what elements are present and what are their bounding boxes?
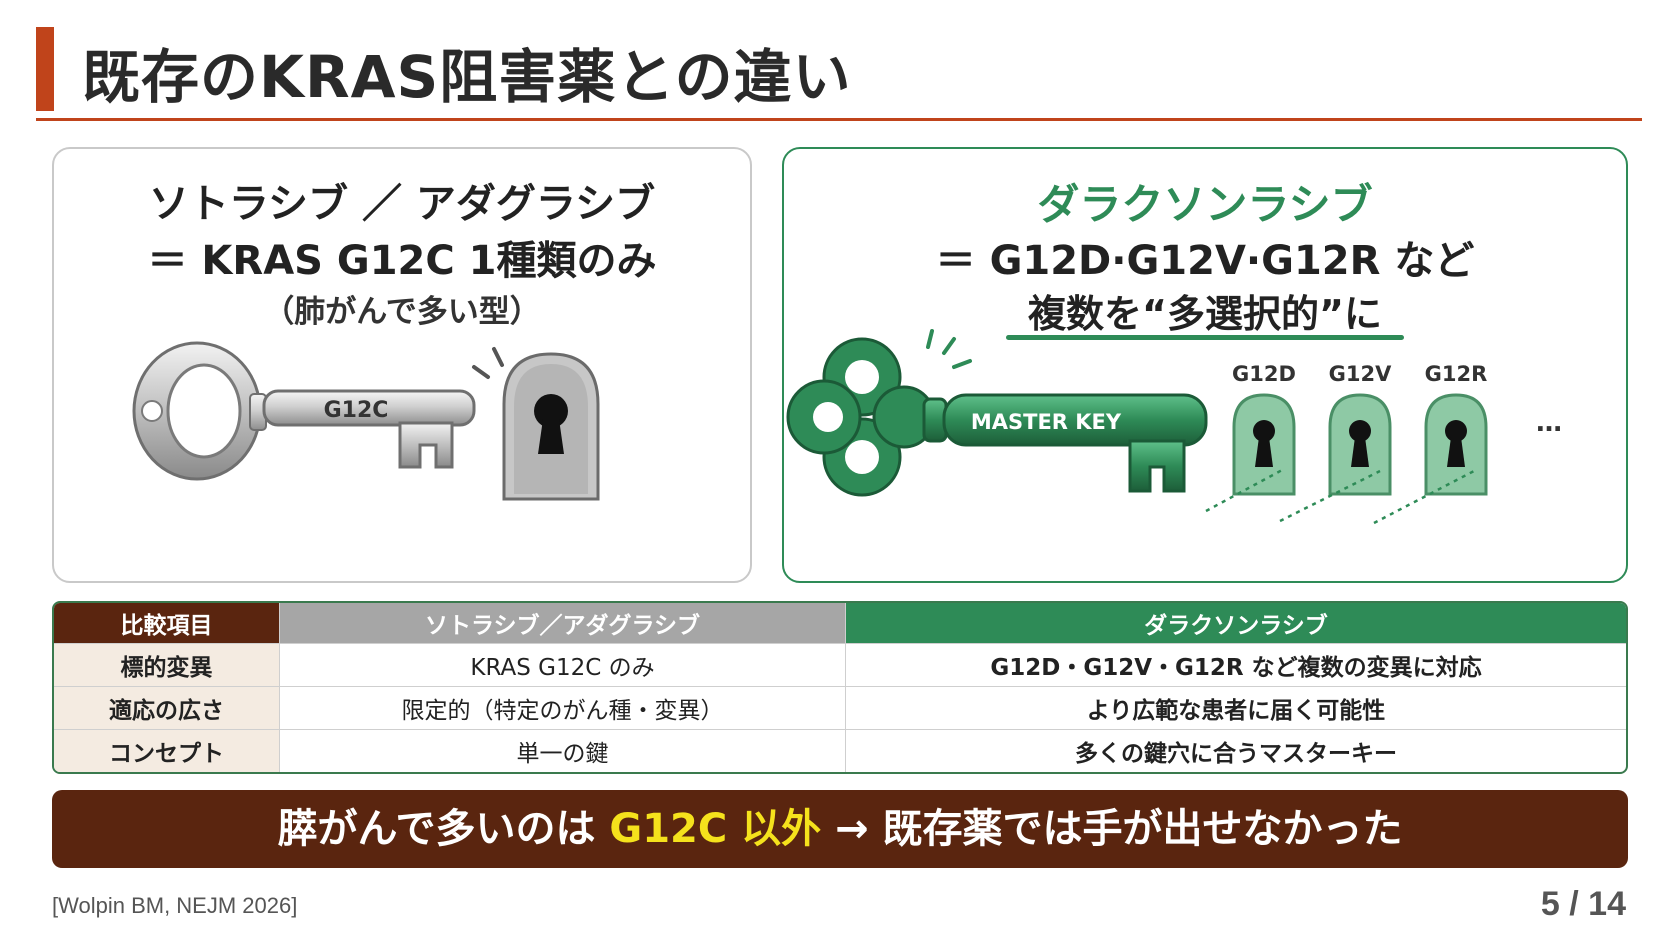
existing-drugs-card: ソトラシブ ／ アダグラシブ ＝ KRAS G12C 1種類のみ （肺がんで多い… — [52, 147, 752, 583]
existing-value: KRAS G12C のみ — [279, 643, 845, 686]
existing-value: 限定的（特定のがん種・変異） — [279, 686, 845, 729]
keyhole-top — [1349, 420, 1371, 442]
row-label: 標的変異 — [54, 643, 279, 686]
silver-key-icon — [132, 341, 476, 481]
page-number: 5 / 14 — [1540, 885, 1626, 923]
silver-key-illustration: G12C — [132, 341, 600, 501]
table-header-row: 比較項目 ソトラシブ／アダグラシブ ダラクソンラシブ — [54, 603, 1626, 643]
key-lock-links — [1205, 467, 1475, 525]
header-criteria: 比較項目 — [54, 603, 279, 643]
banner-text-part1: 膵がんで多いのは — [277, 806, 610, 852]
existing-drugs-target: ＝ KRAS G12C 1種類のみ — [147, 238, 657, 284]
existing-drugs-names: ソトラシブ ／ アダグラシブ — [148, 181, 656, 227]
more-locks-ellipsis: … — [1536, 408, 1562, 438]
lock-g12r: G12R — [1424, 362, 1488, 496]
lock-g12v: G12V — [1328, 362, 1392, 496]
key-message-banner: 膵がんで多いのは G12C 以外 → 既存薬では手が出せなかった — [52, 790, 1628, 868]
row-label: コンセプト — [54, 729, 279, 772]
daraxonrasib-card: ダラクソンラシブ ＝ G12D·G12V·G12R など 複数を“多選択的”に — [782, 147, 1628, 583]
daraxonrasib-value: G12D・G12V・G12R など複数の変異に対応 — [845, 643, 1626, 686]
daraxonrasib-targets: ＝ G12D·G12V·G12R など — [935, 238, 1475, 284]
master-key-label: MASTER KEY — [971, 410, 1122, 434]
daraxonrasib-selectivity: 複数を“多選択的”に — [1028, 292, 1382, 336]
row-label: 適応の広さ — [54, 686, 279, 729]
lock-label: G12R — [1425, 362, 1488, 386]
banner-text-part2: → 既存薬では手が出せなかった — [821, 806, 1403, 852]
citation: [Wolpin BM, NEJM 2026] — [52, 893, 298, 918]
keyhole-top — [1445, 420, 1467, 442]
silver-key-label: G12C — [324, 398, 389, 423]
click-spark-icon — [472, 347, 504, 379]
title-divider — [36, 118, 1642, 121]
table-row: 適応の広さ 限定的（特定のがん種・変異） より広範な患者に届く可能性 — [54, 686, 1626, 729]
keyhole-slot — [1255, 437, 1273, 467]
lock-label: G12V — [1329, 362, 1392, 386]
keyhole-icon — [502, 352, 600, 501]
table-row: コンセプト 単一の鍵 多くの鍵穴に合うマスターキー — [54, 729, 1626, 772]
banner-highlight: G12C 以外 — [609, 806, 822, 852]
existing-value: 単一の鍵 — [279, 729, 845, 772]
page-title: 既存のKRAS阻害薬との違い — [82, 43, 852, 111]
daraxonrasib-value: より広範な患者に届く可能性 — [845, 686, 1626, 729]
lock-g12d: G12D — [1232, 362, 1296, 496]
click-spark-icon — [926, 329, 972, 369]
keyhole-slot — [1447, 437, 1465, 467]
lock-label: G12D — [1232, 362, 1296, 386]
keyhole-slot — [1351, 437, 1369, 467]
master-key-icon — [786, 337, 1208, 497]
table-row: 標的変異 KRAS G12C のみ G12D・G12V・G12R など複数の変異… — [54, 643, 1626, 686]
comparison-table: 比較項目 ソトラシブ／アダグラシブ ダラクソンラシブ 標的変異 KRAS G12… — [52, 601, 1628, 774]
master-key-illustration: MASTER KEY G12D G12V G12R … — [786, 329, 1562, 525]
daraxonrasib-value: 多くの鍵穴に合うマスターキー — [845, 729, 1626, 772]
existing-drugs-note: （肺がんで多い型） — [263, 294, 541, 330]
header-daraxonrasib: ダラクソンラシブ — [845, 603, 1626, 643]
header-existing-drugs: ソトラシブ／アダグラシブ — [279, 603, 845, 643]
title-accent-bar — [36, 27, 54, 111]
daraxonrasib-name: ダラクソンラシブ — [1037, 180, 1373, 229]
selectivity-underline — [1006, 335, 1404, 340]
keyhole-top — [1253, 420, 1275, 442]
